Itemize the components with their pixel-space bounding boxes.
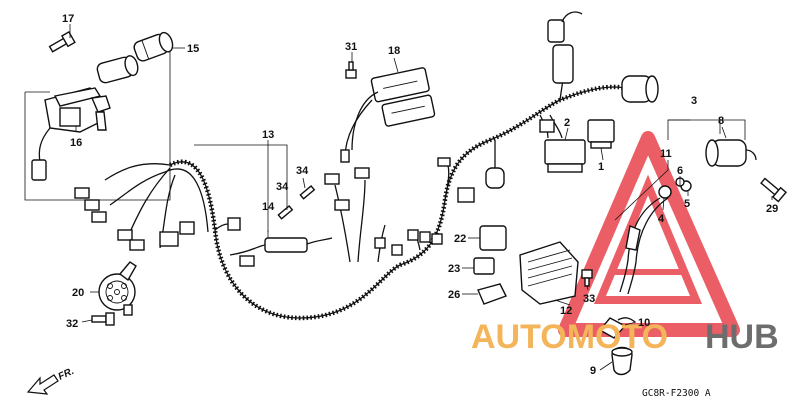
callout-32: 32 [66, 318, 78, 330]
regulator-part [340, 61, 436, 163]
leader-lines [69, 24, 773, 371]
callout-33: 33 [583, 293, 595, 305]
main-wire-harness [74, 11, 659, 321]
watermark-text-part2: HUB [705, 318, 779, 356]
callout-9: 9 [590, 365, 596, 377]
spark-plug-cap-part [598, 317, 636, 376]
bolt-part [760, 177, 787, 203]
callout-22: 22 [454, 233, 466, 245]
callout-labels: 17 15 16 31 18 13 34 34 14 2 1 3 8 11 6 … [62, 13, 778, 377]
diagram-code: GC8R-F2300 A [642, 388, 711, 399]
rectifier-part [519, 241, 593, 305]
callout-11: 11 [660, 148, 672, 160]
callout-17: 17 [62, 13, 74, 25]
watermark-text: AUTOMOTO HUB [471, 318, 779, 356]
callout-13: 13 [262, 129, 274, 141]
callout-6: 6 [677, 165, 683, 177]
front-direction-arrow-icon: FR. [26, 366, 76, 395]
callout-16: 16 [70, 137, 82, 149]
callout-26: 26 [448, 289, 460, 301]
relay-part [544, 119, 615, 173]
callout-14: 14 [262, 201, 275, 213]
watermark-text-part1: AUTOMOTO [471, 318, 668, 356]
direction-label: FR. [57, 366, 76, 383]
callout-15: 15 [187, 43, 199, 55]
callout-2: 2 [564, 117, 570, 129]
callout-4: 4 [658, 213, 665, 225]
callout-1: 1 [598, 161, 604, 173]
small-relays-part [473, 225, 507, 305]
callout-20: 20 [72, 287, 84, 299]
callout-8: 8 [718, 115, 724, 127]
callout-10: 10 [638, 317, 650, 329]
starter-relay-part [614, 119, 757, 295]
callout-31: 31 [345, 41, 357, 53]
ignition-switch-part [24, 30, 178, 201]
callout-3: 3 [691, 95, 697, 107]
horn-part [91, 261, 137, 326]
callout-23: 23 [448, 263, 460, 275]
callout-34-upper: 34 [296, 165, 309, 177]
callout-34-lower: 34 [276, 181, 289, 193]
watermark-logo-icon [558, 131, 740, 337]
callout-18: 18 [388, 45, 400, 57]
callout-12: 12 [560, 305, 572, 317]
callout-5: 5 [684, 198, 690, 210]
callout-29: 29 [766, 203, 778, 215]
